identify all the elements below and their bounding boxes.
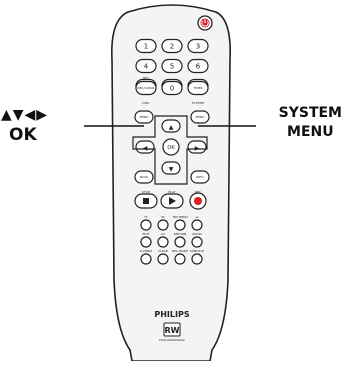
transport-label-0: STOP — [142, 190, 150, 194]
digit-key-1[interactable]: 1 — [135, 38, 157, 54]
nav-cross-outline — [132, 115, 208, 185]
digit-key-6-label: 6 — [196, 62, 201, 70]
rec-top-label: REC — [143, 76, 149, 80]
stop-button[interactable] — [134, 193, 158, 209]
power-icon — [201, 20, 209, 27]
nav-right-button[interactable]: ▶ — [187, 140, 207, 154]
transport-label-1: PLAY — [168, 190, 175, 194]
row4-key-1-label: 0 — [170, 84, 174, 92]
small-button-r1c2[interactable] — [174, 236, 186, 248]
small-button-r0c0[interactable] — [140, 219, 152, 231]
back-button-label: BACK — [140, 175, 149, 179]
small-label-r0c0: ⏮ — [145, 215, 148, 219]
callout-nav-arrows: ▲▼◀▶ — [1, 107, 49, 123]
stop-icon — [143, 198, 149, 204]
small-button-r2c3[interactable] — [191, 253, 203, 265]
digit-key-5[interactable]: 5 — [161, 58, 183, 74]
record-icon — [194, 197, 202, 205]
down-arrow-icon: ▼ — [169, 166, 174, 173]
small-button-r2c0[interactable] — [140, 253, 152, 265]
small-label-r1c0: EDIT — [143, 232, 150, 236]
digit-key-5-label: 5 — [170, 62, 174, 70]
digit-key-3[interactable]: 3 — [187, 38, 209, 54]
brand-logo: PHILIPS — [154, 310, 189, 319]
row4-key-0[interactable]: REC/CLEAR — [135, 80, 157, 96]
svg-text:DVD+ReWritable: DVD+ReWritable — [159, 338, 185, 342]
small-button-r2c1[interactable] — [157, 253, 169, 265]
nav-down-button[interactable]: ▼ — [161, 161, 181, 175]
callout-system-line2: MENU — [287, 124, 334, 140]
small-button-r0c1[interactable] — [157, 219, 169, 231]
small-label-r2c0: S.VIDEO — [140, 249, 153, 253]
small-label-r2c1: CLEAR — [158, 249, 168, 253]
disc-label: DISC — [142, 101, 149, 105]
small-label-r0c2: TRP MENU — [171, 215, 188, 219]
play-icon — [169, 197, 176, 205]
svg-text:RW: RW — [165, 326, 180, 335]
small-button-r1c1[interactable] — [157, 236, 169, 248]
up-arrow-icon: ▲ — [169, 124, 174, 131]
disc-menu-button[interactable]: MENU — [134, 110, 154, 124]
row4-key-2-label: TIMER — [192, 86, 202, 90]
digit-key-2[interactable]: 2 — [161, 38, 183, 54]
small-label-r0c3: ⏭ — [196, 215, 199, 219]
digit-key-1-label: 1 — [144, 42, 148, 50]
callout-ok: OK — [9, 125, 37, 145]
info-button[interactable]: INFO — [190, 170, 210, 184]
info-button-label: INFO — [196, 175, 204, 179]
small-button-r0c2[interactable] — [174, 219, 186, 231]
remote-body — [111, 4, 232, 362]
system-menu-button-label: MENU — [196, 115, 205, 119]
play-button[interactable] — [160, 193, 184, 209]
nav-up-button[interactable]: ▲ — [161, 119, 181, 133]
small-label-r2c2: REC MODE — [172, 249, 188, 253]
nav-left-button[interactable]: ◀ — [135, 140, 155, 154]
power-button[interactable] — [197, 15, 213, 31]
digit-key-6[interactable]: 6 — [187, 58, 209, 74]
digit-key-3-label: 3 — [196, 42, 200, 50]
transport-label-2: REC — [195, 190, 201, 194]
small-button-r0c3[interactable] — [191, 219, 203, 231]
digit-key-2-label: 2 — [170, 42, 174, 50]
record-button[interactable] — [189, 192, 207, 210]
ok-key-label: OK — [167, 145, 175, 151]
ok-button[interactable]: OK — [162, 138, 180, 156]
system-label: SYSTEM — [192, 101, 204, 105]
disc-menu-button-label: MENU — [140, 115, 149, 119]
row4-key-0-label: REC/CLEAR — [138, 86, 155, 90]
system-menu-button[interactable]: MENU — [190, 110, 210, 124]
rw-logo: RW DVD+ReWritable — [159, 322, 185, 342]
row4-key-1[interactable]: 0 — [161, 80, 183, 96]
digit-key-4[interactable]: 4 — [135, 58, 157, 74]
small-label-r1c2: RETURN — [174, 232, 186, 236]
small-button-r1c0[interactable] — [140, 236, 152, 248]
back-button[interactable]: BACK — [134, 170, 154, 184]
small-label-r2c3: SUBTITLE — [190, 249, 204, 253]
small-label-r1c3: AUDIO — [192, 232, 202, 236]
small-button-r1c3[interactable] — [191, 236, 203, 248]
digit-key-4-label: 4 — [144, 62, 149, 70]
small-button-r2c2[interactable] — [174, 253, 186, 265]
callout-system-menu: SYSTEM MENU — [279, 104, 342, 142]
row4-key-2[interactable]: TIMER — [187, 80, 209, 96]
callout-system-line1: SYSTEM — [278, 105, 342, 121]
small-label-r1c1: L/C — [161, 232, 166, 236]
small-label-r0c1: IN — [161, 215, 164, 219]
